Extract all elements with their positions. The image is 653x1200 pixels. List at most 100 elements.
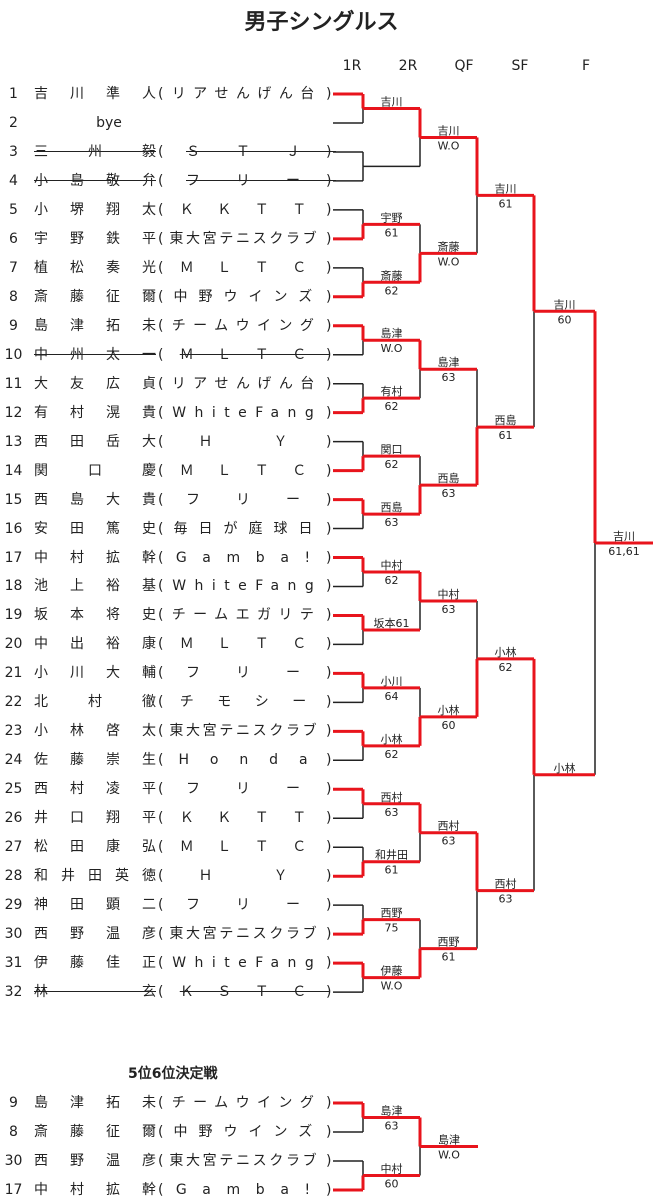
player-row: 30西野温彦東大宮テニスクラブ: [0, 1151, 340, 1171]
match-winner-name: 小林: [554, 761, 576, 775]
match-score: 75: [385, 922, 399, 935]
player-name: 松田康弘: [34, 839, 156, 856]
team-name: WhiteFang: [158, 953, 334, 973]
player-row: 9 島津拓未チームウイング: [0, 1093, 340, 1113]
match-winner-name: 吉川: [554, 298, 576, 311]
team-name: ＭＬＴＣ: [158, 258, 334, 278]
match-score: 60: [558, 313, 572, 326]
player-name: 伊藤佳正: [34, 955, 156, 972]
match-winner-name: 西村: [381, 790, 403, 804]
match-score: 60: [442, 719, 456, 732]
seed-number: 4: [9, 172, 18, 189]
page-title: 男子シングルス: [244, 10, 399, 35]
match-winner-name: 吉川: [613, 530, 635, 543]
seed-number: 28: [4, 868, 23, 885]
match-score: W.O: [438, 1149, 460, 1162]
seed-number: 7: [9, 259, 18, 276]
team-name: 中野ウインズ: [158, 287, 334, 307]
match-winner-name: 中村: [381, 558, 403, 572]
seed-number: 12: [4, 404, 23, 421]
player-name: 和井田英徳: [34, 868, 156, 885]
match-score: 63: [385, 806, 399, 819]
match-winner-name: 関口: [381, 443, 403, 456]
player-row: 5小堺翔太ＫＫＴＴ: [0, 200, 340, 220]
player-row: 8斎藤征爾中野ウインズ: [0, 287, 340, 307]
match-score: 64: [385, 690, 399, 703]
seed-number: 2: [9, 114, 18, 131]
player-name: 斎藤征爾: [34, 288, 156, 305]
team-name: Gamba!: [158, 1180, 334, 1200]
team-name: 東大宮テニスクラブ: [158, 1151, 334, 1171]
player-row: 6宇野鉄平東大宮テニスクラブ: [0, 229, 340, 249]
match-score: 60: [385, 1178, 399, 1191]
player-row: 26井口翔平ＫＫＴＴ: [0, 808, 340, 828]
team-name: Honda: [158, 750, 334, 770]
player-row: 15西島大貴フリー: [0, 490, 340, 510]
match-score: 61: [385, 226, 399, 239]
team-name: チームウイング: [158, 1093, 334, 1113]
team-name: ＳＴＪ: [158, 142, 334, 162]
match-winner-name: 西村: [495, 877, 517, 891]
match-winner-name: 宇野: [381, 211, 403, 224]
team-name: チモシー: [158, 692, 334, 712]
player-row: 29神田顕二フリー: [0, 895, 340, 915]
match-score: 61: [499, 429, 513, 442]
team-name: 毎日が庭球日: [158, 519, 334, 539]
team-name: 東大宮テニスクラブ: [158, 924, 334, 944]
player-row: 8斎藤征爾中野ウインズ: [0, 1122, 340, 1142]
seed-number: 30: [4, 926, 23, 943]
match-score: 63: [442, 835, 456, 848]
player-name: 中州太一: [34, 346, 156, 363]
player-name: 関 口 慶: [34, 462, 156, 479]
team-name: ＫＫＴＴ: [158, 200, 334, 220]
player-name: 島津拓未: [34, 1095, 156, 1111]
player-name: 中村拡幹: [34, 549, 156, 566]
seed-number: 31: [4, 955, 23, 972]
team-name: ＫＳＴＣ: [158, 982, 334, 1002]
match-winner-name: 島津: [381, 326, 403, 340]
match-winner-name: 吉川: [381, 95, 403, 108]
player-row: 17 中村拡幹Gamba!: [0, 1180, 340, 1200]
player-row: 30西野温彦東大宮テニスクラブ: [0, 924, 340, 944]
seed-number: 24: [4, 752, 23, 769]
match-score: W.O: [438, 255, 460, 268]
match-winner-name: 西野: [438, 936, 460, 949]
player-name: 西村凌平: [34, 781, 156, 798]
player-name: 島津拓未: [34, 317, 156, 334]
seed-number: 15: [4, 491, 23, 508]
match-score: 61: [499, 197, 513, 210]
team-name: リアせんげん台: [158, 374, 334, 394]
placement-title: 5位6位決定戦: [128, 1066, 218, 1082]
match-winner-name: 吉川: [495, 182, 517, 195]
match-winner-name: 小川: [381, 675, 403, 688]
team-name: フリー: [158, 171, 334, 191]
player-row: 1吉川準人リアせんげん台: [0, 84, 340, 104]
player-name: 大友広貞: [34, 375, 156, 392]
team-name: リアせんげん台: [158, 84, 334, 104]
player-row: 11大友広貞リアせんげん台: [0, 374, 340, 394]
match-score: 61: [385, 864, 399, 877]
player-name: 中出裕康: [34, 636, 156, 653]
seed-number: 25: [4, 781, 23, 798]
seed-number: 6: [9, 230, 18, 247]
match-score: 62: [385, 284, 399, 297]
match-winner-name: 斎藤: [381, 268, 403, 282]
player-row: 16安田篤史毎日が庭球日: [0, 519, 340, 539]
player-name: 中村拡幹: [34, 1182, 156, 1198]
team-name: ＨＹ: [158, 432, 334, 452]
player-row: 12有村滉貴WhiteFang: [0, 403, 340, 423]
seed-number: 17: [4, 1182, 23, 1198]
team-name: 中野ウインズ: [158, 1122, 334, 1142]
match-winner-name: 吉川: [438, 124, 460, 137]
seed-number: 17: [4, 549, 23, 566]
player-name: 吉川準人: [34, 86, 156, 102]
player-row: 28和井田英徳ＨＹ: [0, 866, 340, 886]
team-name: フリー: [158, 663, 334, 683]
seed-number: 9: [9, 1095, 18, 1111]
player-row: 10中州太一ＭＬＴＣ: [0, 345, 340, 365]
match-winner-name: 中村: [438, 587, 460, 601]
player-row: 32林玄ＫＳＴＣ: [0, 982, 340, 1002]
team-name: 東大宮テニスクラブ: [158, 721, 334, 741]
match-winner-name: 小林: [495, 645, 517, 659]
